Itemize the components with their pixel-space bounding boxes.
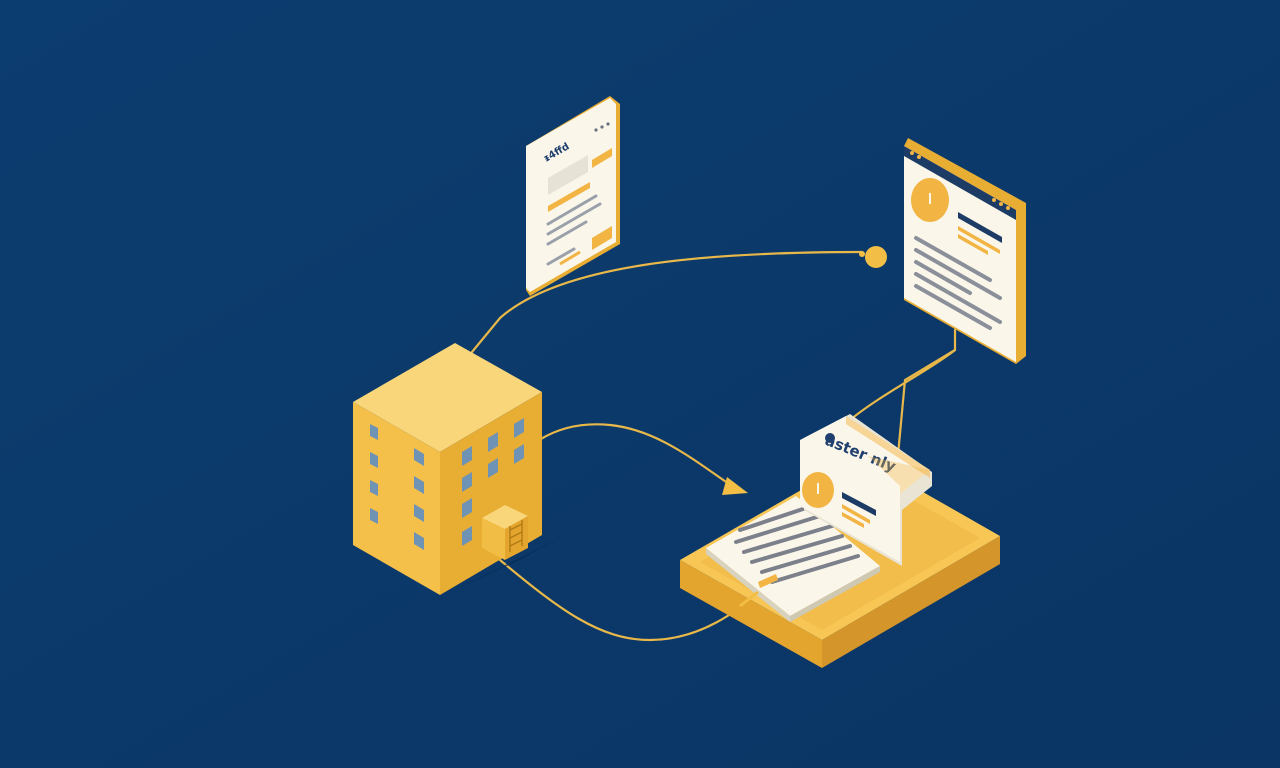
laptop-icon: aster nly — [680, 414, 1000, 668]
browser-text-lines — [914, 236, 1002, 330]
building-windows-left — [370, 424, 424, 550]
document-left-button — [592, 226, 612, 250]
platform-side-right — [822, 536, 1000, 668]
document-left-image — [548, 155, 588, 195]
clock-icon — [911, 178, 949, 222]
laptop-screen-fold — [846, 416, 930, 478]
document-left-footer — [559, 250, 581, 266]
document-left-dots — [594, 122, 610, 132]
browser-header-bar — [958, 212, 1002, 243]
connector-node-dot — [859, 251, 865, 257]
document-left-bar — [548, 182, 590, 212]
building-top — [353, 343, 542, 452]
platform-side-left — [680, 560, 822, 668]
laptop-screen-accent-2 — [842, 512, 864, 528]
laptop-clock-icon — [802, 472, 834, 508]
laptop-card-highlight — [868, 456, 930, 494]
connector-browser-to-laptop — [896, 328, 957, 457]
laptop-screen-accent-1 — [842, 504, 870, 524]
laptop-logo-mark — [825, 433, 835, 443]
building-left-face — [353, 402, 440, 595]
connector-browser-to-laptop-b — [848, 348, 957, 422]
package-box-icon — [482, 505, 528, 560]
document-left-lines — [546, 194, 602, 266]
document-left-badge — [592, 148, 612, 168]
arrow-head — [722, 477, 748, 495]
browser-accent-bar-2 — [958, 234, 988, 255]
laptop-base-edge-right — [790, 566, 880, 622]
laptop-screen-bar — [842, 492, 876, 516]
document-left: ᵻ4ffd — [526, 96, 620, 296]
building-windows-right — [462, 418, 524, 546]
connector-laptop-port — [739, 590, 759, 608]
browser-window-icon — [904, 138, 1026, 364]
connector-node — [865, 246, 887, 268]
laptop-keyboard-lines — [734, 506, 860, 584]
connector-building-to-node — [470, 250, 864, 354]
browser-accent-bar-1 — [958, 226, 1000, 254]
browser-title-bar — [904, 146, 1016, 220]
laptop-trackpad — [758, 574, 778, 588]
laptop-base-edge — [706, 548, 790, 622]
office-building-icon — [353, 343, 600, 595]
browser-title-dots — [910, 151, 1010, 210]
